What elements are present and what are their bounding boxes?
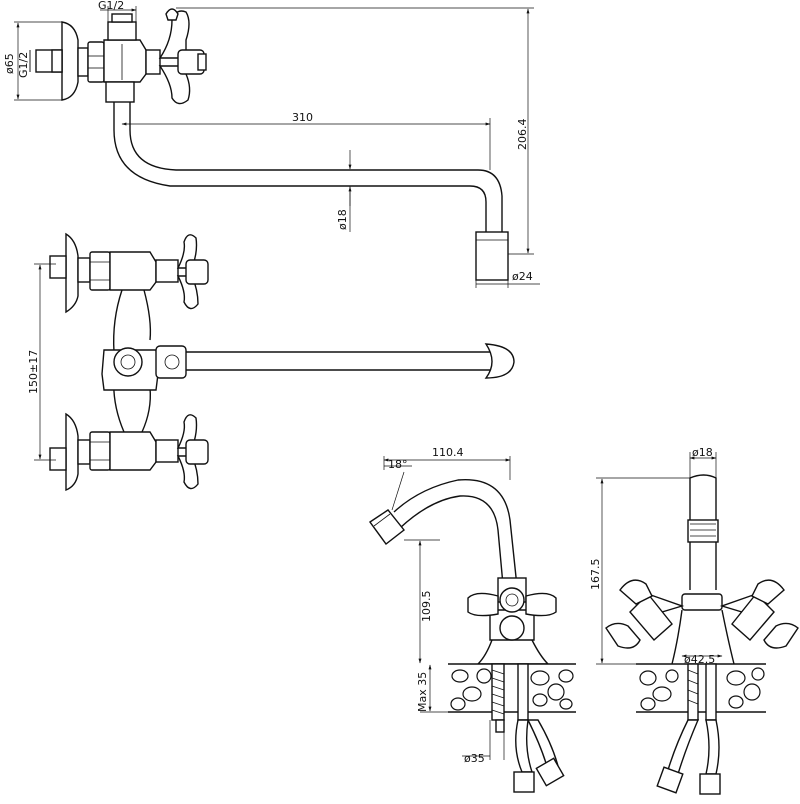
- label-outlet-diameter: ø24: [512, 270, 533, 283]
- basin-mixer-side-view: ø18 167.5 ø42.5: [589, 446, 799, 795]
- label-spout-length: 310: [292, 111, 313, 124]
- label-height: 206.4: [516, 119, 529, 151]
- label-side-height: 167.5: [589, 559, 602, 591]
- label-thread-side: G1/2: [17, 52, 30, 78]
- label-hole-diameter: ø35: [464, 752, 485, 765]
- label-flange-diameter: ø65: [3, 53, 16, 74]
- label-basin-angle: 18°: [388, 458, 408, 471]
- basin-mixer-front-view: 110.4 18° 109.5 Max 35 ø35: [369, 446, 576, 793]
- wall-mixer-top-view: 150±17: [27, 232, 515, 492]
- label-pipe-diameter: ø18: [336, 209, 349, 230]
- label-deck-thickness: Max 35: [416, 672, 429, 712]
- label-center-distance: 150±17: [27, 350, 40, 394]
- label-base-diameter: ø42.5: [684, 653, 715, 666]
- label-thread-top: G1/2: [98, 0, 124, 12]
- label-basin-spout-height: 109.5: [420, 591, 433, 623]
- wall-mixer-side-view: G1/2 206.4 ø65 G1/2 310 ø18 ø24: [3, 0, 540, 288]
- label-side-spout-diameter: ø18: [692, 446, 713, 459]
- label-basin-reach: 110.4: [432, 446, 464, 459]
